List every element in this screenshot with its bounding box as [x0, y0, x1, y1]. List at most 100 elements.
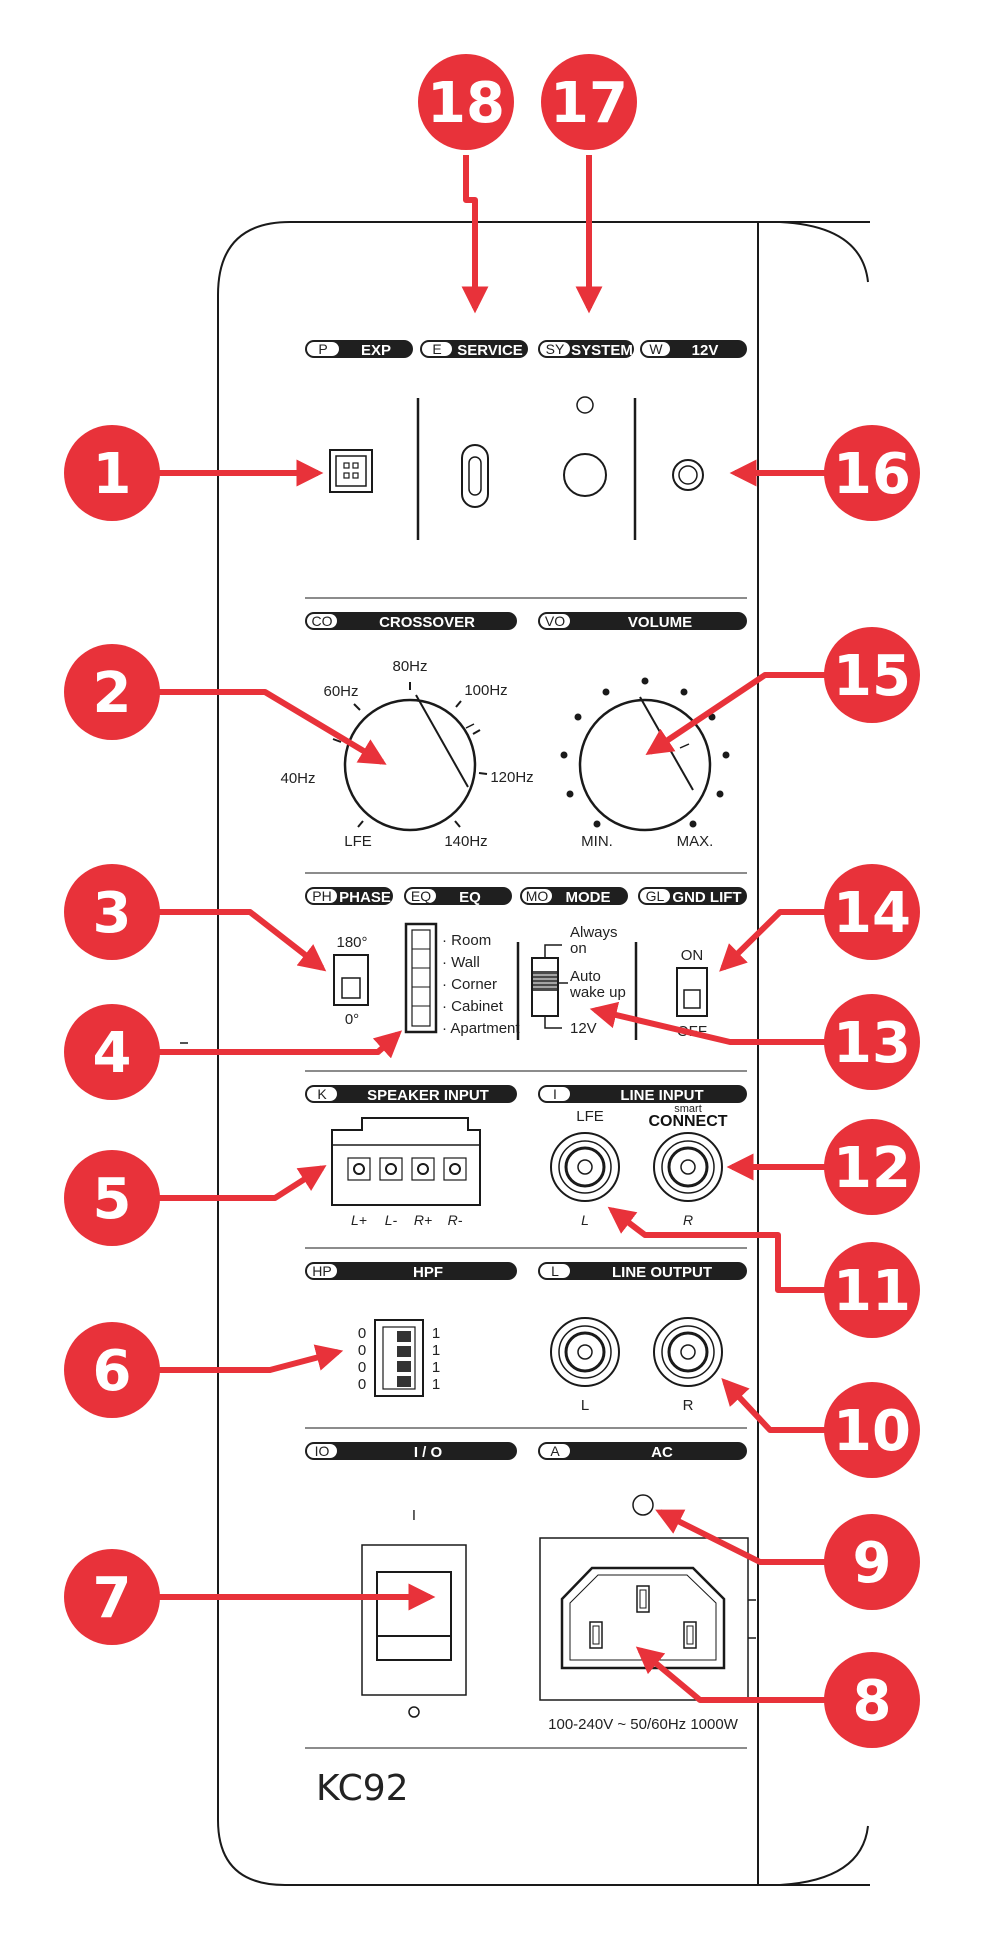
callout-6: 6 [64, 1322, 160, 1418]
callout-9: 9 [824, 1514, 920, 1610]
callout-number: 3 [93, 881, 132, 946]
header-service: E SERVICE [420, 340, 528, 359]
header-code: VO [545, 613, 565, 629]
mode-switch[interactable] [531, 957, 559, 1017]
header-label: SERVICE [457, 342, 523, 359]
callout-number: 9 [853, 1531, 892, 1596]
hpf-on-4: 1 [432, 1376, 440, 1393]
header-code: EQ [411, 888, 431, 904]
line-output-l-rca[interactable] [550, 1317, 620, 1387]
header-label: SYSTEM [571, 342, 633, 359]
callout-10: 10 [824, 1382, 920, 1478]
12v-trigger-jack[interactable] [672, 459, 704, 491]
hpf-on-3: 1 [432, 1359, 440, 1376]
ac-iec-inlet[interactable] [539, 1537, 756, 1701]
callout-4: 4 [64, 1004, 160, 1100]
header-volume: VO VOLUME [538, 612, 747, 631]
eq-option-wall: · Wall [442, 954, 480, 971]
terminal-l-plus: L+ [351, 1212, 367, 1228]
header-12v: W 12V [640, 340, 747, 359]
line-output-r-label: R [683, 1397, 694, 1414]
callout-number: 12 [833, 1136, 911, 1201]
power-rocker-switch[interactable] [361, 1544, 467, 1696]
callout-number: 1 [93, 442, 132, 507]
volume-knob[interactable] [578, 696, 712, 832]
header-gnd-lift: GL GND LIFT [638, 887, 747, 906]
header-code: HP [312, 1263, 331, 1279]
mode-auto-line1: Auto [570, 968, 601, 985]
header-label: LINE INPUT [620, 1087, 703, 1104]
system-button[interactable] [563, 453, 607, 497]
eq-selector[interactable] [404, 922, 438, 1034]
callout-2: 2 [64, 644, 160, 740]
crossover-knob[interactable] [343, 694, 477, 832]
callout-number: 5 [93, 1167, 132, 1232]
hpf-off-1: 0 [358, 1325, 366, 1342]
speaker-terminal-block[interactable] [331, 1117, 481, 1206]
header-label: VOLUME [628, 614, 692, 631]
power-on-mark: I [412, 1507, 416, 1524]
header-label: LINE OUTPUT [612, 1264, 712, 1281]
phase-0-label: 0° [345, 1011, 359, 1028]
callout-number: 14 [833, 881, 911, 946]
terminal-r-plus: R+ [414, 1212, 432, 1228]
smart-label: smart [674, 1103, 702, 1115]
gnd-lift-on-label: ON [681, 947, 704, 964]
phase-switch[interactable] [333, 954, 369, 1006]
header-system: SY SYSTEM [538, 340, 634, 359]
eq-option-room: · Room [442, 932, 491, 949]
header-hpf: HP HPF [305, 1262, 517, 1281]
crossover-mark-60hz: 60Hz [323, 683, 358, 700]
callout-5: 5 [64, 1150, 160, 1246]
header-code: IO [315, 1443, 330, 1459]
line-output-l-label: L [581, 1397, 589, 1414]
header-label: EQ [459, 889, 481, 906]
header-code: CO [312, 613, 333, 629]
crossover-mark-140hz: 140Hz [444, 833, 487, 850]
service-usb-port[interactable] [461, 444, 489, 508]
panel-outline [217, 221, 870, 1886]
callout-15: 15 [824, 627, 920, 723]
callout-3: 3 [64, 864, 160, 960]
line-input-r-rca[interactable] [653, 1132, 723, 1202]
eq-option-cabinet: · Cabinet [442, 998, 504, 1015]
header-io: IO I / O [305, 1442, 517, 1461]
callout-number: 8 [853, 1669, 892, 1734]
power-led [632, 1494, 654, 1516]
callout-number: 4 [93, 1021, 132, 1086]
header-label: SPEAKER INPUT [367, 1087, 489, 1104]
header-label: PHASE [339, 889, 391, 906]
header-line-output: L LINE OUTPUT [538, 1262, 747, 1281]
header-phase: PH PHASE [305, 887, 393, 906]
hpf-dip-switch[interactable] [374, 1319, 424, 1397]
header-code: I [553, 1086, 557, 1102]
exp-port[interactable] [329, 449, 373, 493]
volume-scale-dots [560, 677, 730, 828]
header-code: P [318, 341, 327, 357]
callout-number: 10 [833, 1399, 911, 1464]
header-code: SY [546, 341, 565, 357]
mode-auto-line2: wake up [569, 984, 626, 1001]
line-input-l-rca[interactable] [550, 1132, 620, 1202]
callout-1: 1 [64, 425, 160, 521]
line-output-r-rca[interactable] [653, 1317, 723, 1387]
connect-label: CONNECT [648, 1113, 727, 1130]
line-input-r-label: R [683, 1212, 693, 1228]
header-label: HPF [413, 1264, 443, 1281]
callout-number: 13 [833, 1011, 911, 1076]
mode-always-on-line1: Always [570, 924, 618, 941]
header-code: MO [526, 888, 549, 904]
callout-17: 17 [541, 54, 637, 150]
header-ac: A AC [538, 1442, 747, 1461]
gnd-lift-switch[interactable] [676, 967, 708, 1017]
terminal-r-minus: R- [448, 1212, 463, 1228]
header-line-input: I LINE INPUT [538, 1085, 747, 1104]
header-label: GND LIFT [672, 889, 741, 906]
volume-max-label: MAX. [677, 833, 714, 850]
header-label: 12V [692, 342, 719, 359]
power-off-mark [408, 1706, 420, 1718]
callout-12: 12 [824, 1119, 920, 1215]
callout-8: 8 [824, 1652, 920, 1748]
callout-number: 11 [833, 1259, 911, 1324]
